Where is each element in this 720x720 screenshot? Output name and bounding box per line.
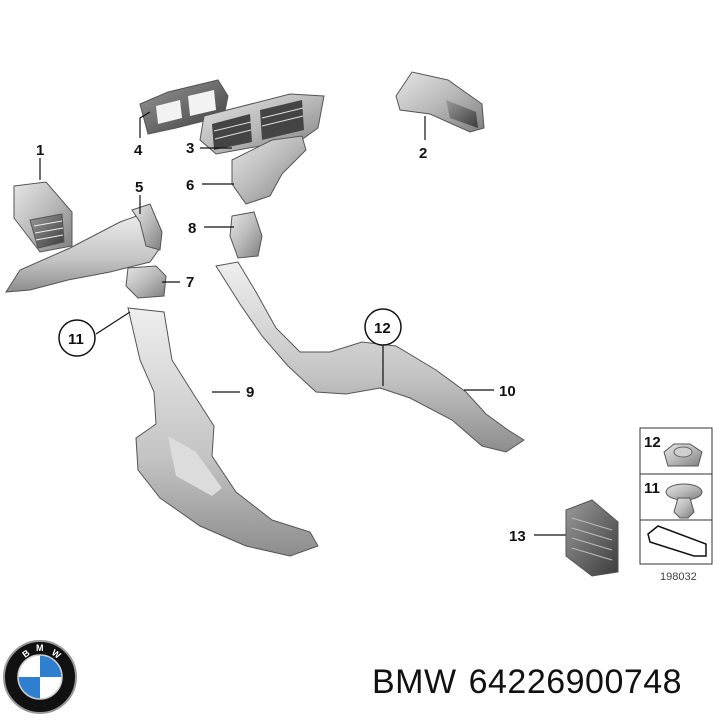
svg-text:B: B: [20, 647, 31, 659]
part-9-footwell-duct: [127, 307, 319, 557]
bmw-logo: B M W: [3, 640, 77, 714]
part-5-side-duct: [5, 203, 163, 293]
callout-8: 8: [188, 220, 196, 237]
legend-box: 12 11 198032: [639, 427, 713, 583]
callout-12-circle: [364, 308, 402, 346]
part-2-right-vent: [395, 71, 485, 133]
callout-13: 13: [509, 528, 526, 545]
callout-10: 10: [499, 383, 516, 400]
nut-icon: [663, 443, 703, 467]
tool-shape-icon: [647, 525, 707, 557]
part-10-footwell-duct: [215, 261, 525, 453]
callout-5: 5: [135, 179, 143, 196]
callout-6: 6: [186, 177, 194, 194]
part-7-small-connector: [125, 265, 167, 299]
part-1-side-vent: [13, 181, 73, 253]
legend-item-12-number: 12: [644, 434, 661, 451]
callout-3: 3: [186, 140, 194, 157]
callout-11-circle: [58, 319, 96, 357]
callout-7: 7: [186, 274, 194, 291]
part-6-connector-duct: [231, 135, 307, 205]
part-8-small-connector: [229, 211, 263, 259]
callout-12: 12: [374, 320, 391, 337]
leader-4: [139, 111, 151, 138]
part-13-vent-grille: [565, 499, 619, 577]
callout-2: 2: [419, 145, 427, 162]
footer-part-label: BMW 64226900748: [372, 663, 682, 702]
clip-icon: [665, 483, 703, 519]
footer-part-number: 64226900748: [468, 663, 683, 701]
callout-4: 4: [134, 142, 143, 159]
callout-11: 11: [68, 331, 84, 348]
leader-11: [95, 311, 131, 335]
callout-1: 1: [36, 142, 44, 159]
footer-brand: BMW: [372, 663, 457, 701]
callout-9: 9: [246, 384, 254, 401]
legend-item-11-number: 11: [644, 480, 660, 497]
diagram-id: 198032: [660, 571, 697, 583]
svg-text:M: M: [36, 643, 44, 653]
